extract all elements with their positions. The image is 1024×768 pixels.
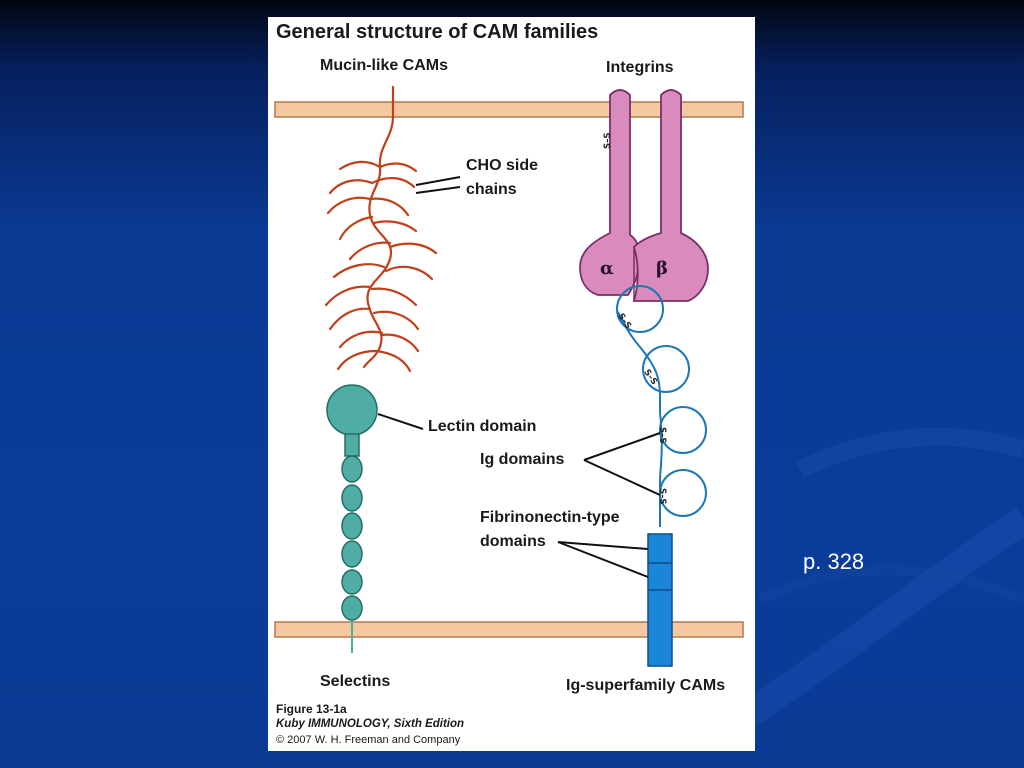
book-title: Kuby IMMUNOLOGY, Sixth Edition (276, 718, 465, 730)
mucin-like-cam (324, 85, 438, 373)
leader-lines (377, 176, 661, 578)
cho-label-line1: CHO side (466, 157, 539, 174)
integrin-disulfide: S–S (603, 133, 613, 150)
integrin-alpha-chain (579, 89, 641, 296)
page-reference: p. 328 (803, 549, 865, 574)
selectins-label: Selectins (320, 673, 391, 690)
mucin-label: Mucin-like CAMs (320, 57, 449, 74)
ig-superfamily-cam (616, 285, 707, 667)
integrin-beta-chain (632, 89, 709, 302)
beta-label: β (656, 258, 668, 279)
figure-title: General structure of CAM families (276, 21, 599, 43)
ig-disulfide-1: S–S (615, 312, 633, 331)
fibronectin-domains (647, 533, 673, 667)
ig-superfamily-label: Ig-superfamily CAMs (566, 677, 726, 694)
figure-card: α β S–S S–S S–S S–S S–S (268, 17, 755, 751)
selectin (326, 384, 378, 653)
copyright-line: © 2007 W. H. Freeman and Company (276, 734, 461, 746)
cam-diagram: α β S–S S–S S–S S–S S–S (274, 85, 744, 667)
fibronectin-label-line1: Fibrinonectin-type (480, 509, 620, 526)
bottom-membrane (274, 621, 744, 638)
integrin-heterodimer: α β S–S (579, 89, 709, 302)
ig-disulfide-3: S–S (657, 427, 667, 444)
lectin-label: Lectin domain (428, 418, 537, 435)
ig-disulfide-4: S–S (657, 488, 667, 505)
integrins-label: Integrins (606, 59, 674, 76)
cho-label-line2: chains (466, 181, 517, 198)
fibronectin-label-line2: domains (480, 533, 546, 550)
ig-domains-label: Ig domains (480, 451, 565, 468)
figure-number: Figure 13-1a (276, 702, 347, 716)
alpha-label: α (600, 258, 614, 279)
